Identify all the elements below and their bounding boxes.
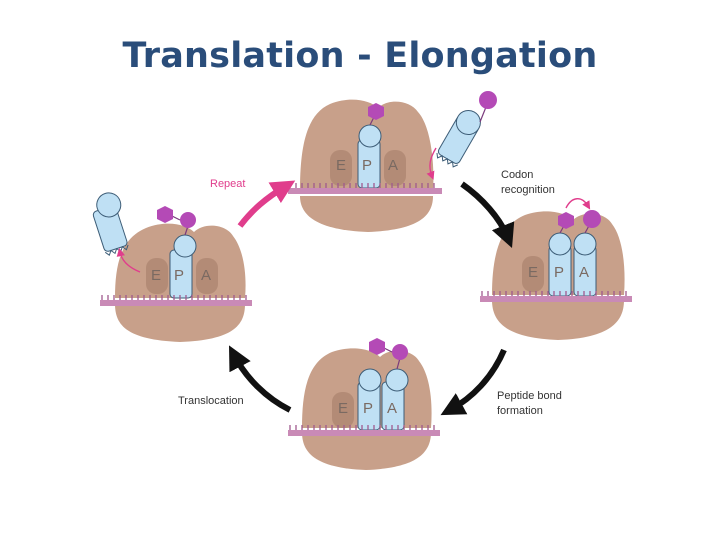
repeat-label: Repeat bbox=[210, 178, 245, 190]
site-p-label: P bbox=[363, 400, 373, 417]
site-a-label: A bbox=[579, 264, 589, 281]
mrna-strand bbox=[288, 425, 440, 436]
amino-acid-icon bbox=[157, 206, 173, 223]
site-a-label: A bbox=[201, 267, 211, 284]
repeat-arrow bbox=[237, 180, 296, 228]
peptide-bond-label-line1: Peptide bond bbox=[497, 390, 562, 402]
site-p-label: P bbox=[362, 157, 372, 174]
site-p-label: P bbox=[174, 267, 184, 284]
codon-recognition-label-line2: recognition bbox=[501, 184, 555, 196]
translocation-arrow bbox=[229, 345, 292, 413]
codon-recognition-arrow bbox=[460, 181, 515, 249]
amino-acid-icon bbox=[392, 344, 408, 360]
site-e-label: E bbox=[528, 264, 538, 281]
translocation-label: Translocation bbox=[178, 395, 244, 407]
trna-icon bbox=[357, 124, 382, 189]
trna-icon bbox=[573, 232, 597, 297]
site-p-label: P bbox=[554, 264, 564, 281]
trna-icon bbox=[381, 368, 409, 431]
peptide-bond-arrow bbox=[440, 348, 507, 416]
trna-icon bbox=[357, 368, 382, 431]
incoming-trna bbox=[426, 91, 497, 180]
ribosome-bottom: E P A bbox=[288, 338, 440, 470]
site-a-label: A bbox=[387, 400, 397, 417]
amino-acid-icon bbox=[368, 103, 384, 126]
site-a-label: A bbox=[388, 157, 398, 174]
site-e-label: E bbox=[338, 400, 348, 417]
amino-acid-icon bbox=[558, 212, 574, 229]
page-title: Translation - Elongation bbox=[122, 36, 598, 76]
exiting-trna bbox=[92, 192, 141, 273]
codon-recognition-label-line1: Codon bbox=[501, 169, 533, 181]
ribosome-top: E A P bbox=[288, 99, 442, 232]
amino-acid-icon bbox=[180, 212, 196, 228]
ribosome-left: E A P bbox=[100, 206, 252, 342]
amino-acid-icon bbox=[583, 210, 601, 228]
peptide-bond-label-line2: formation bbox=[497, 405, 543, 417]
amino-acid-icon bbox=[479, 91, 497, 109]
mrna-strand bbox=[100, 295, 252, 306]
ribosome-right: E P A bbox=[480, 198, 632, 340]
trna-icon bbox=[548, 232, 572, 297]
amino-acid-icon bbox=[369, 338, 385, 355]
trna-icon bbox=[169, 234, 197, 299]
site-e-label: E bbox=[336, 157, 346, 174]
mrna-strand bbox=[480, 291, 632, 302]
site-e-label: E bbox=[151, 267, 161, 284]
